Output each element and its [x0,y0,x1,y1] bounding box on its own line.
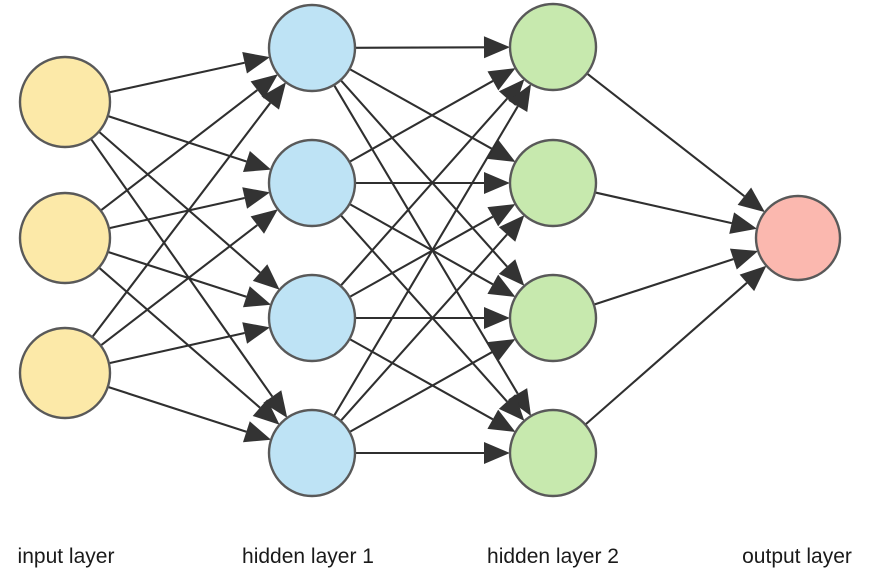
edge-i3-to-h1c [108,331,245,365]
arrowhead-i2-to-h1c [242,286,272,308]
edge-h2c-to-o1 [593,258,734,306]
edge-h1a-to-h2d [333,84,519,395]
arrowhead-h1c-to-h2c [484,307,510,329]
edge-i2-to-h1b [108,196,245,230]
node-hidden2-2[interactable] [508,138,598,228]
arrowhead-i2-to-h1b [242,187,271,209]
edge-h1d-to-h2b [339,233,508,422]
layer-label-input: input layer [18,545,115,568]
arrowhead-h2a-to-o1 [737,187,765,213]
edge-h1c-to-h2d [349,338,494,421]
edge-i1-to-h1a [108,61,245,94]
arrowhead-h1a-to-h2a [483,36,511,59]
node-output-1[interactable] [754,194,842,282]
arrowhead-i1-to-h1d [263,390,288,418]
edge-h1c-to-h2a [339,97,508,287]
edges-group [90,36,767,464]
edge-i2-to-h1c [107,250,247,298]
edge-i3-to-h1d [107,385,247,433]
arrowhead-h1a-to-h2d [508,388,532,417]
node-hidden2-4[interactable] [508,408,598,498]
edge-i2-to-h1a [100,89,258,212]
arrowhead-i1-to-h1c [252,264,280,290]
arrowhead-i1-to-h1b [243,151,272,172]
arrowhead-h1c-to-h2a [498,79,525,106]
arrowhead-h1d-to-h2a [508,83,532,112]
edge-h1b-to-h2a [348,79,494,163]
arrowhead-h1b-to-h2d [498,394,525,421]
layer-label-hidden1: hidden layer 1 [242,545,374,568]
edge-h2a-to-o1 [586,72,746,198]
arrowhead-h1c-to-h2d [487,409,516,432]
arrowhead-h2c-to-o1 [729,248,759,270]
edge-h1b-to-h2c [349,203,494,286]
edge-i3-to-h1a [91,102,272,338]
arrowhead-h1b-to-h2a [487,68,516,91]
arrowhead-i2-to-h1a [250,74,278,99]
arrowhead-h2d-to-o1 [739,265,767,292]
arrowhead-h1d-to-h2c [487,339,516,362]
edge-h1d-to-h2c [349,350,494,433]
node-hidden1-1[interactable] [267,3,357,93]
arrowhead-i2-to-h1d [252,399,280,425]
arrowhead-h1b-to-h2c [487,274,516,297]
node-hidden1-2[interactable] [267,138,357,228]
edge-h1c-to-h2b [349,215,494,298]
edge-h1a-to-h2c [339,79,508,268]
node-input-3[interactable] [18,326,112,420]
node-input-1[interactable] [18,55,112,149]
layer-labels-group: input layer hidden layer 1 hidden layer 2 o… [18,545,852,568]
arrowhead-h1d-to-h2b [498,215,525,242]
arrowhead-i3-to-h1a [261,82,286,110]
edge-h2d-to-o1 [584,282,748,426]
node-hidden1-4[interactable] [267,408,357,498]
edge-i2-to-h1d [98,266,261,409]
edge-h1d-to-h2a [333,105,519,417]
node-hidden2-1[interactable] [508,2,598,92]
arrowhead-i3-to-h1c [242,322,271,344]
arrowhead-h2b-to-o1 [729,212,758,234]
node-input-2[interactable] [18,191,112,285]
edge-i1-to-h1b [107,115,247,163]
edge-i1-to-h1c [98,130,261,274]
arrowhead-h1a-to-h2b [487,139,516,162]
edge-h2b-to-o1 [594,191,732,225]
edge-i3-to-h1b [100,224,258,347]
arrowhead-h1d-to-h2d [484,442,510,464]
arrowhead-i1-to-h1a [242,51,270,74]
arrowhead-i3-to-h1b [250,209,278,234]
layer-label-output: output layer [742,545,852,568]
edge-i1-to-h1d [90,138,274,398]
node-hidden1-3[interactable] [267,273,357,363]
arrowhead-i3-to-h1d [242,421,272,443]
arrowhead-h1c-to-h2b [487,204,516,227]
arrowhead-h1b-to-h2b [484,172,510,194]
layer-label-hidden2: hidden layer 2 [487,545,619,568]
edge-h1a-to-h2b [349,68,494,151]
edge-h1a-to-h2a [354,46,485,49]
nodes-group [18,2,842,498]
node-hidden2-3[interactable] [508,273,598,363]
arrowhead-h1a-to-h2c [498,259,525,286]
edge-h1b-to-h2d [339,214,508,403]
